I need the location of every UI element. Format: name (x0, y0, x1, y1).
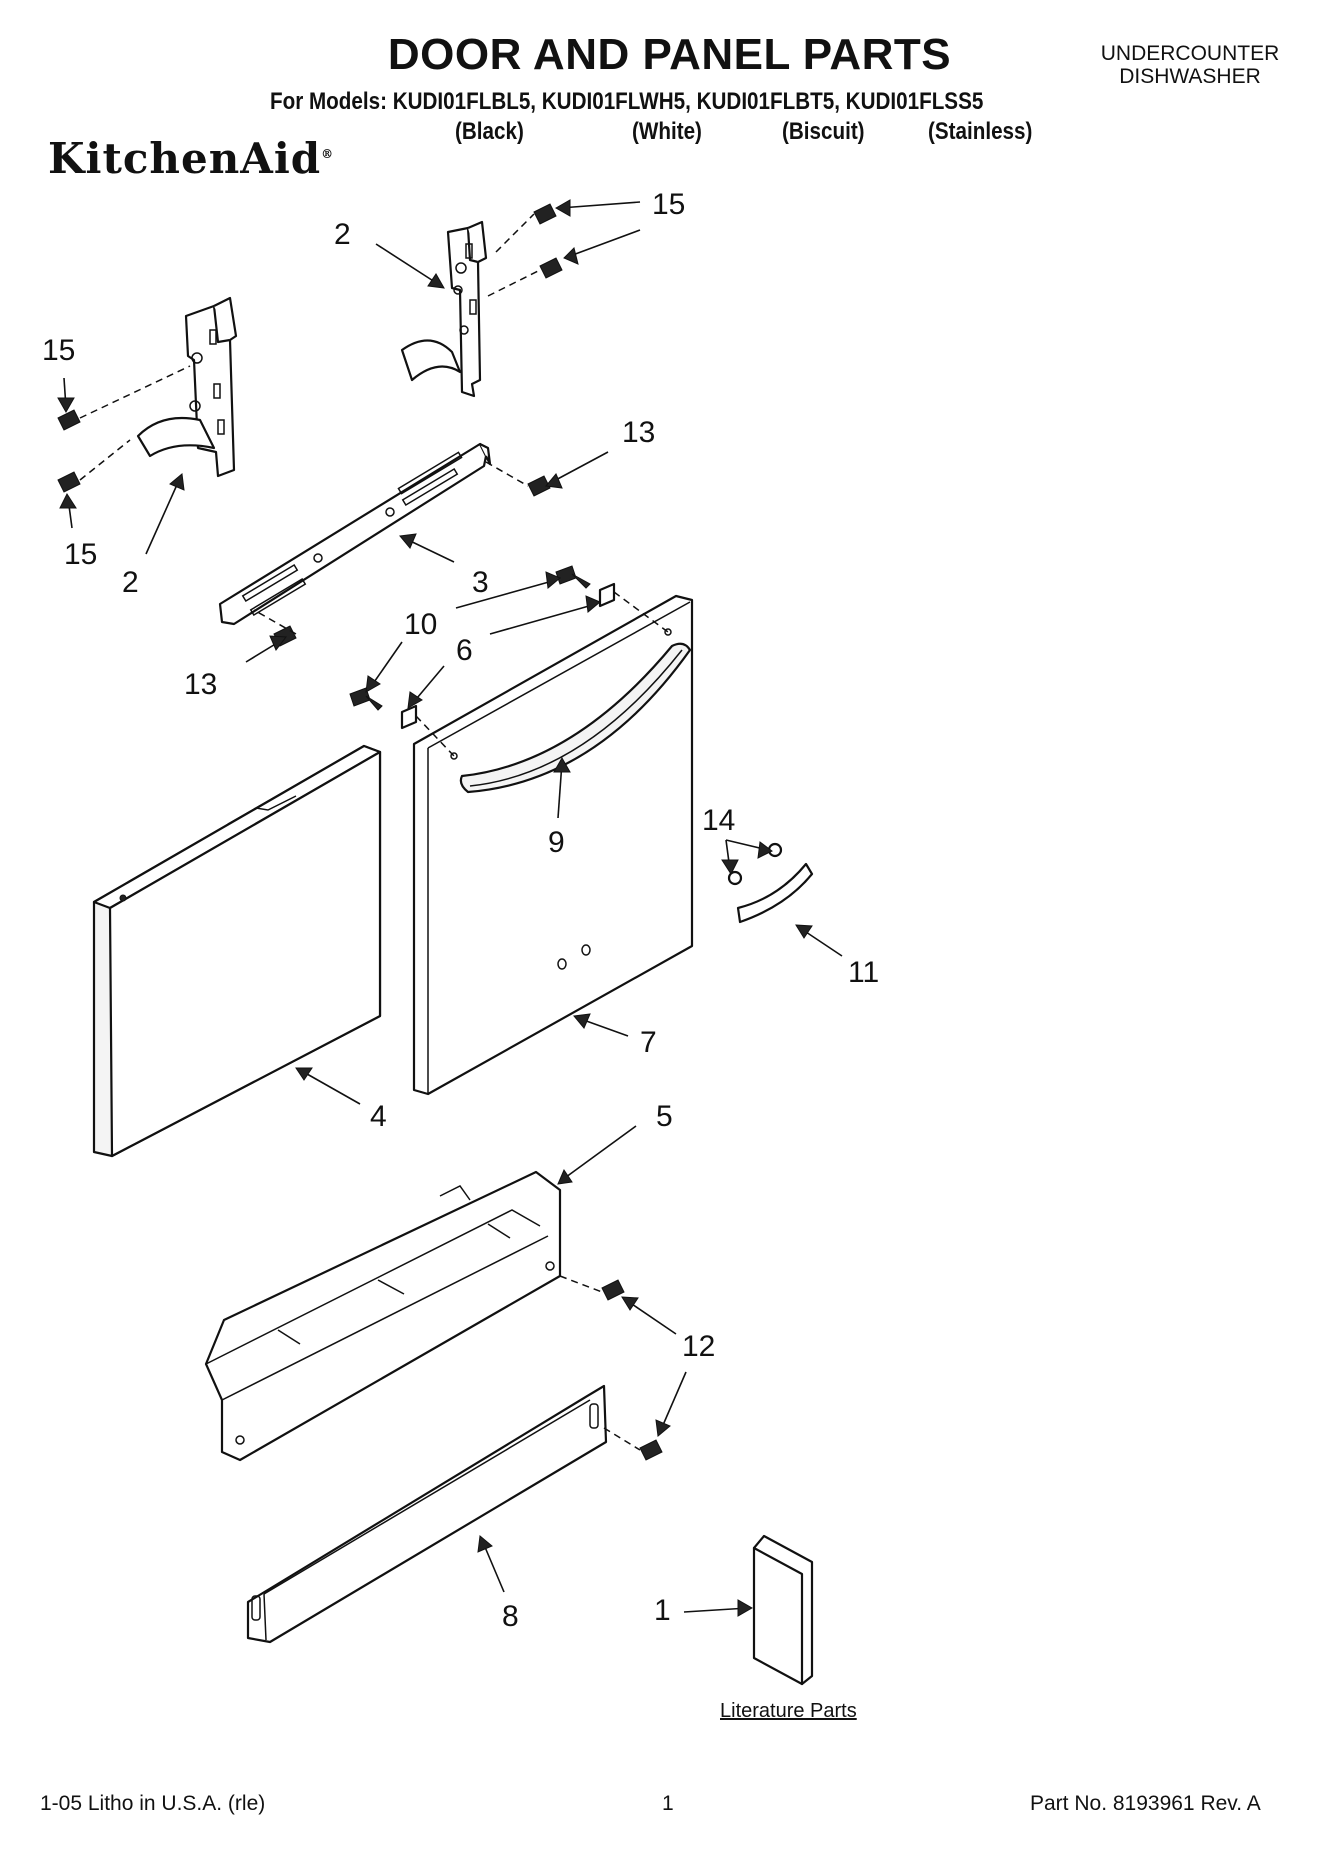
callout-13-right: 13 (622, 416, 656, 449)
part-9-handle (459, 642, 692, 794)
callout-2-left: 2 (122, 566, 139, 599)
page-title: DOOR AND PANEL PARTS (387, 30, 952, 79)
callout-8: 8 (502, 1600, 519, 1633)
callout-12: 12 (682, 1330, 716, 1363)
callout-14: 14 (702, 804, 736, 837)
color-biscuit: (Biscuit) (782, 118, 865, 145)
callout-1: 1 (654, 1594, 671, 1627)
leader-lines (57, 199, 843, 1617)
registered-mark: ® (321, 147, 335, 161)
part-11-trim (727, 842, 814, 924)
appliance-type: UNDERCOUNTER DISHWASHER (1060, 42, 1320, 88)
part-2-upper-bracket (400, 220, 488, 398)
part-10-screws (349, 565, 591, 711)
color-white: (White) (632, 118, 702, 145)
footer-print-info: 1-05 Litho in U.S.A. (rle) (40, 1792, 266, 1815)
appliance-line-1: UNDERCOUNTER (1100, 42, 1280, 65)
part-1-literature (752, 1534, 814, 1686)
callout-7: 7 (640, 1026, 657, 1059)
part-8-toe-panel (246, 1384, 608, 1644)
callout-4: 4 (370, 1100, 387, 1133)
footer-part-number: Part No. 8193961 Rev. A (1030, 1792, 1261, 1815)
brand-logo: KitchenAid® (48, 134, 334, 183)
callout-15-left: 15 (42, 334, 76, 367)
callout-9: 9 (548, 826, 565, 859)
screw-fasteners (57, 203, 663, 1461)
literature-parts-label: Literature Parts (720, 1700, 857, 1722)
callout-6: 6 (456, 634, 473, 667)
part-2-left-bracket (136, 296, 238, 478)
callout-5: 5 (656, 1100, 673, 1133)
model-list: For Models: KUDI01FLBL5, KUDI01FLWH5, KU… (270, 88, 984, 115)
callout-15-top: 15 (652, 188, 686, 221)
callout-3: 3 (472, 566, 489, 599)
color-stainless: (Stainless) (928, 118, 1033, 145)
callout-11: 11 (848, 956, 880, 989)
callout-13-left: 13 (184, 668, 218, 701)
part-3-mounting-rail (218, 442, 492, 626)
assembly-lines (79, 213, 669, 1451)
part-5-access-panel (204, 1170, 562, 1462)
brand-name: KitchenAid (48, 134, 322, 183)
part-6-clips (400, 582, 616, 730)
appliance-line-2: DISHWASHER (1119, 65, 1261, 88)
callout-10: 10 (404, 608, 438, 641)
color-black: (Black) (455, 118, 524, 145)
callout-2-top: 2 (334, 218, 351, 251)
footer-page-number: 1 (662, 1792, 674, 1815)
part-4-inner-door (92, 744, 382, 1158)
callout-15-lower: 15 (64, 538, 98, 571)
